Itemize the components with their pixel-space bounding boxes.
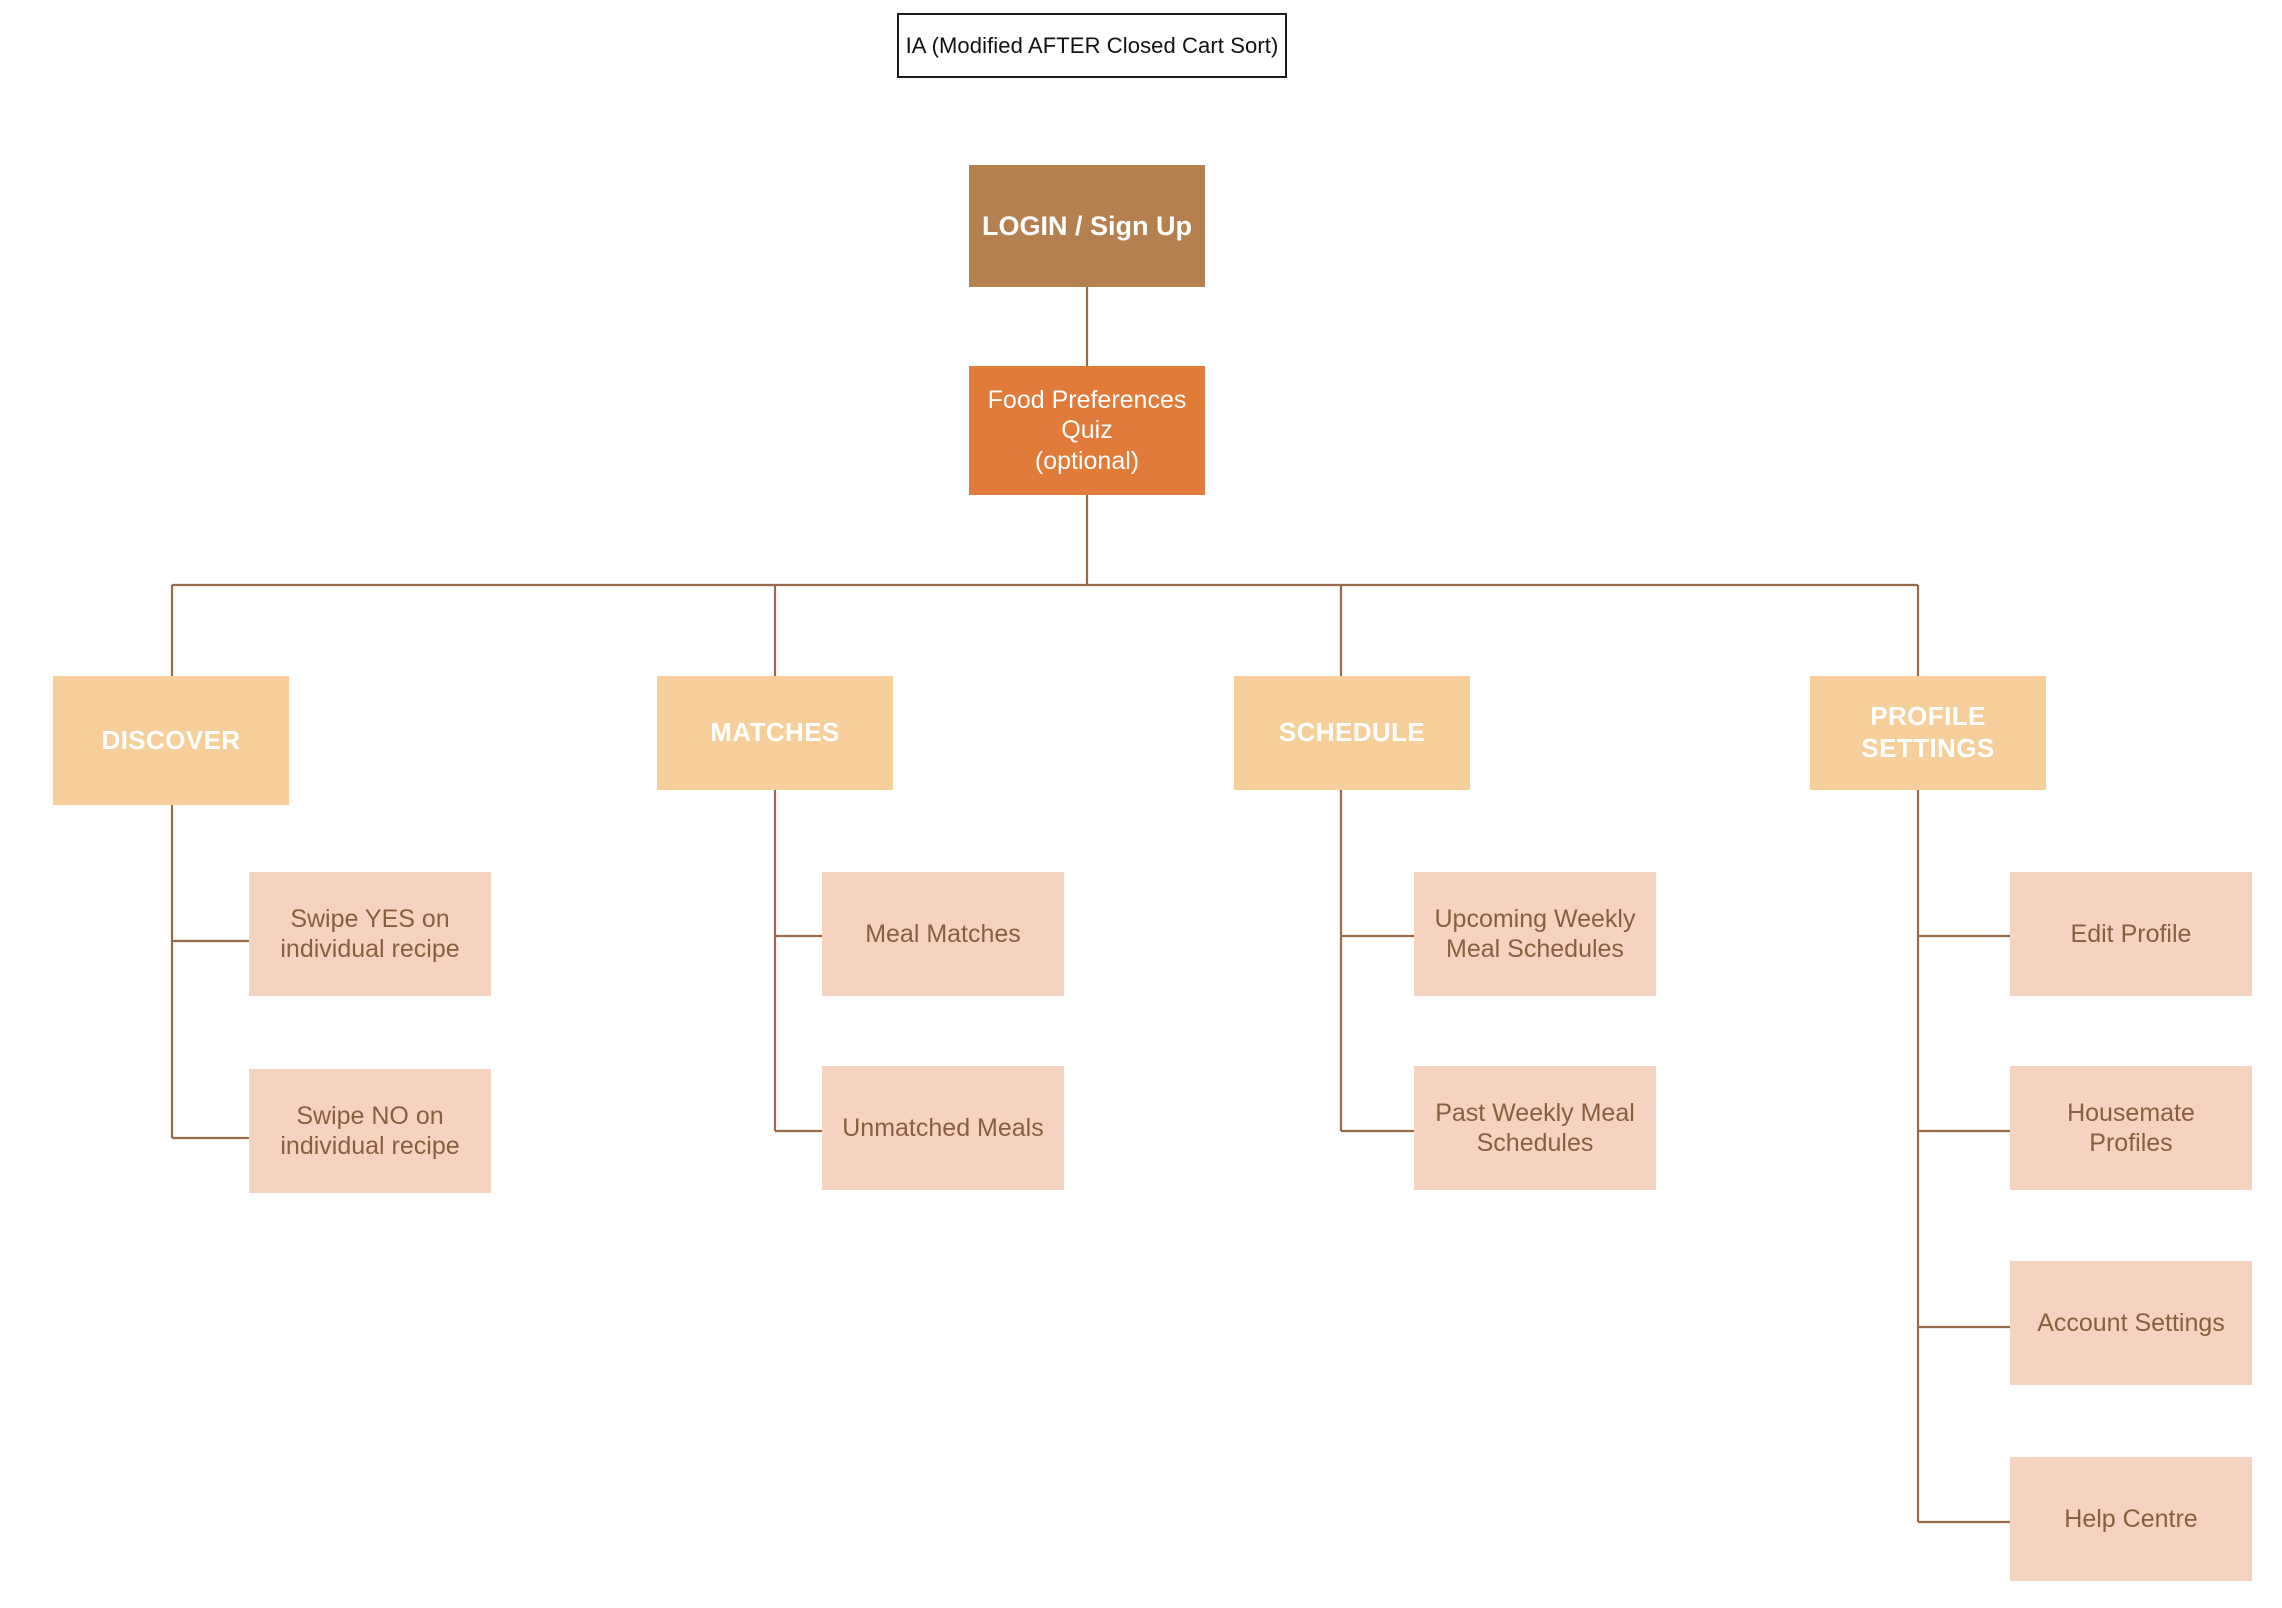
node-matches[interactable]: MATCHES: [657, 676, 893, 790]
node-account-settings[interactable]: Account Settings: [2010, 1261, 2252, 1385]
node-unmatched-meals[interactable]: Unmatched Meals: [822, 1066, 1064, 1190]
node-housemate-profiles[interactable]: Housemate Profiles: [2010, 1066, 2252, 1190]
node-profile-settings[interactable]: PROFILE SETTINGS: [1810, 676, 2046, 790]
diagram-title-box: IA (Modified AFTER Closed Cart Sort): [897, 13, 1287, 78]
node-meal-matches[interactable]: Meal Matches: [822, 872, 1064, 996]
node-swipe-yes[interactable]: Swipe YES on individual recipe: [249, 872, 491, 996]
node-food-preferences-quiz[interactable]: Food Preferences Quiz (optional): [969, 366, 1205, 495]
node-swipe-no[interactable]: Swipe NO on individual recipe: [249, 1069, 491, 1193]
node-discover[interactable]: DISCOVER: [53, 676, 289, 805]
node-upcoming-weekly-meal-schedules[interactable]: Upcoming Weekly Meal Schedules: [1414, 872, 1656, 996]
node-edit-profile[interactable]: Edit Profile: [2010, 872, 2252, 996]
node-schedule[interactable]: SCHEDULE: [1234, 676, 1470, 790]
node-help-centre[interactable]: Help Centre: [2010, 1457, 2252, 1581]
node-past-weekly-meal-schedules[interactable]: Past Weekly Meal Schedules: [1414, 1066, 1656, 1190]
node-login-signup[interactable]: LOGIN / Sign Up: [969, 165, 1205, 287]
